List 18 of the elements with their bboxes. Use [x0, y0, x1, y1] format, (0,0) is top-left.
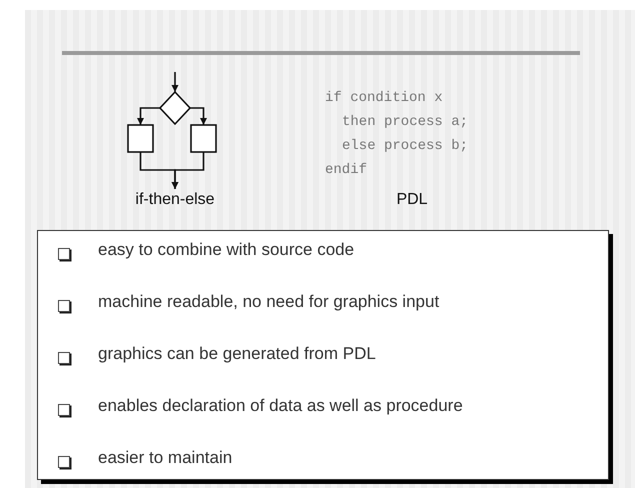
list-item: easier to maintain	[98, 448, 232, 468]
process-box	[127, 124, 154, 153]
list-item: machine readable, no need for graphics input	[98, 292, 440, 312]
code-line: then process a;	[342, 114, 468, 130]
list-item: easy to combine with source code	[98, 240, 354, 260]
code-line: endif	[325, 162, 368, 178]
process-box	[190, 124, 217, 153]
arrow	[172, 72, 178, 92]
list-item: graphics can be generated from PDL	[98, 344, 376, 364]
arrow	[172, 152, 204, 189]
arrow	[137, 107, 160, 125]
arrow	[190, 107, 207, 125]
code-line: if condition x	[325, 90, 443, 106]
caption: if-then-else	[125, 189, 225, 211]
caption: PDL	[396, 191, 428, 209]
decision-diamond	[158, 90, 192, 126]
list-item: enables declaration of data as well as procedure	[98, 396, 463, 416]
code-line: else process b;	[342, 138, 468, 154]
